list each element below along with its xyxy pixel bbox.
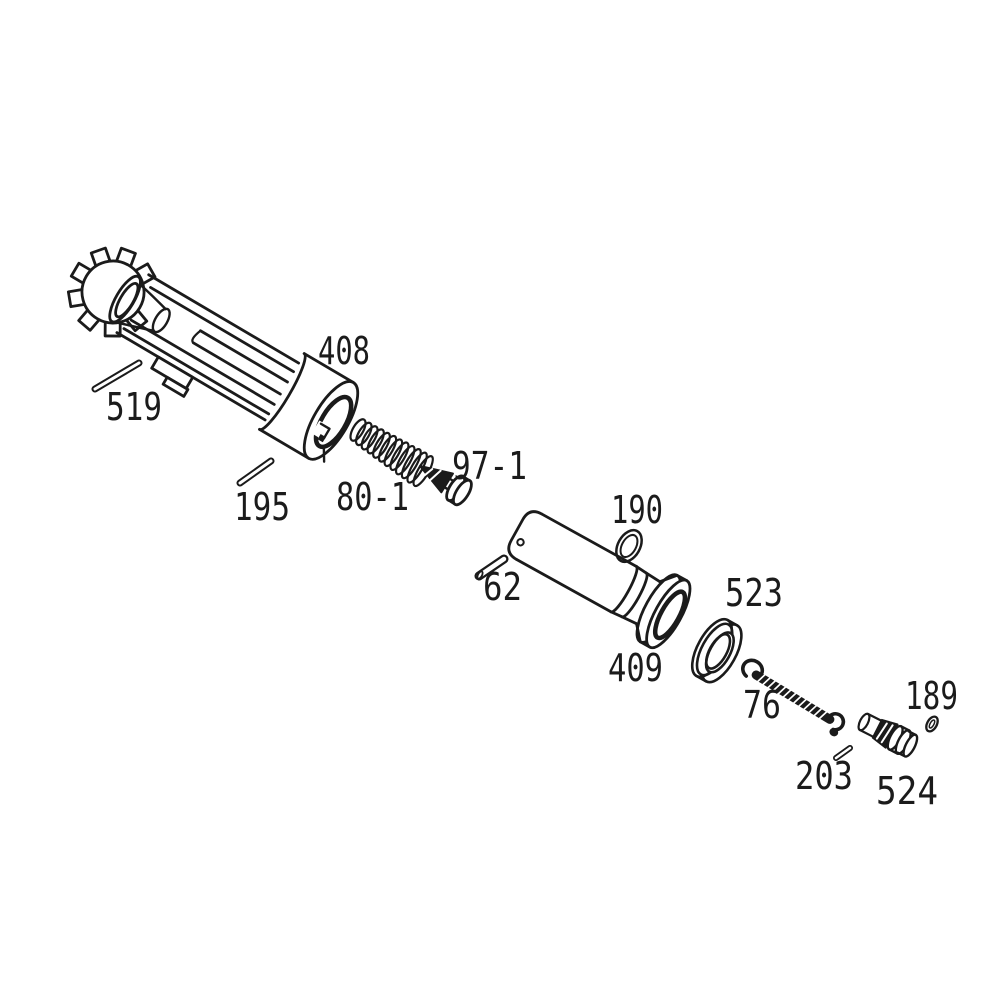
part-label-80-1: 80-1: [336, 475, 409, 519]
part-408-nozzle-body: [66, 246, 360, 463]
part-76-hook-spring: [741, 658, 846, 737]
part-label-409: 409: [608, 646, 663, 690]
part-80-1-spring: [349, 418, 434, 488]
part-label-524: 524: [876, 769, 938, 813]
part-label-190: 190: [611, 488, 663, 532]
gear-head: [66, 246, 157, 338]
part-97-1-floating-valve: [419, 465, 473, 507]
part-519-pin: [91, 359, 143, 393]
part-label-189: 189: [905, 674, 958, 718]
nozzle-cylinder-end: [258, 352, 360, 463]
nozzle-tube: [115, 273, 301, 422]
part-label-519: 519: [106, 385, 162, 429]
part-189-o-ring: [925, 715, 939, 733]
part-195-pin: [236, 457, 275, 487]
part-190-o-ring: [615, 528, 643, 564]
part-524-valve: [857, 712, 919, 758]
part-label-76: 76: [743, 683, 781, 727]
part-62-pin: [474, 554, 509, 581]
part-label-408: 408: [318, 329, 370, 373]
part-523-piston-ring: [690, 617, 743, 684]
part-label-195: 195: [234, 485, 290, 529]
part-label-523: 523: [725, 571, 783, 615]
part-labels: 408 519 195 80-1 97-1 190 62 523 409 76 …: [106, 329, 958, 813]
part-label-97-1: 97-1: [452, 444, 527, 488]
part-409-cylinder: [507, 510, 692, 650]
part-label-62: 62: [483, 565, 522, 609]
part-203-pin: [833, 745, 853, 761]
nozzle-tab-small: [161, 375, 190, 398]
part-label-203: 203: [795, 754, 853, 798]
